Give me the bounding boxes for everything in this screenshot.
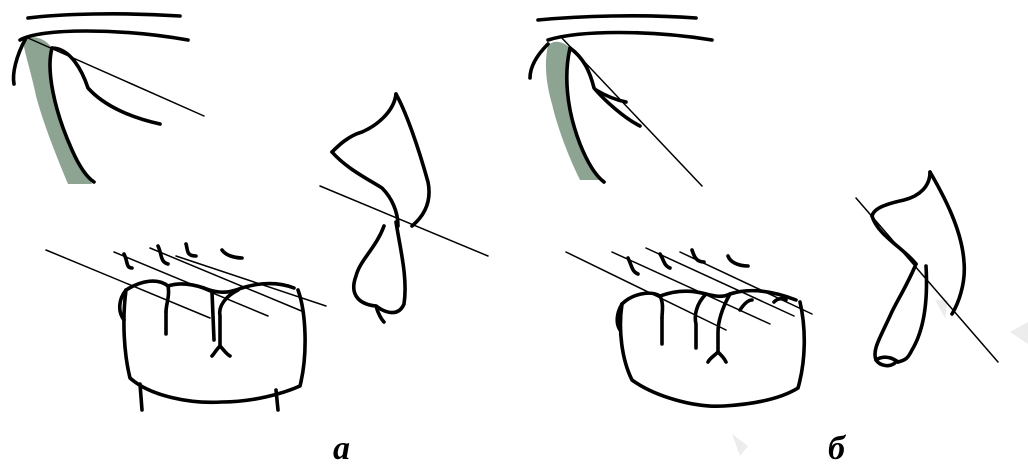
panel-b-tooth-section [856,172,998,366]
panel-a-label: а [333,432,350,466]
panel-a-crown [46,244,326,410]
panel-a-tooth-section [320,94,488,322]
panel-b [530,16,998,406]
panel-b-label: б [828,432,845,466]
panel-b-crown [566,248,812,406]
panel-a [14,14,489,410]
panel-b-gum-section [530,16,712,186]
panel-a-gum-section [14,14,205,184]
page-corner-decoration [732,300,1028,456]
